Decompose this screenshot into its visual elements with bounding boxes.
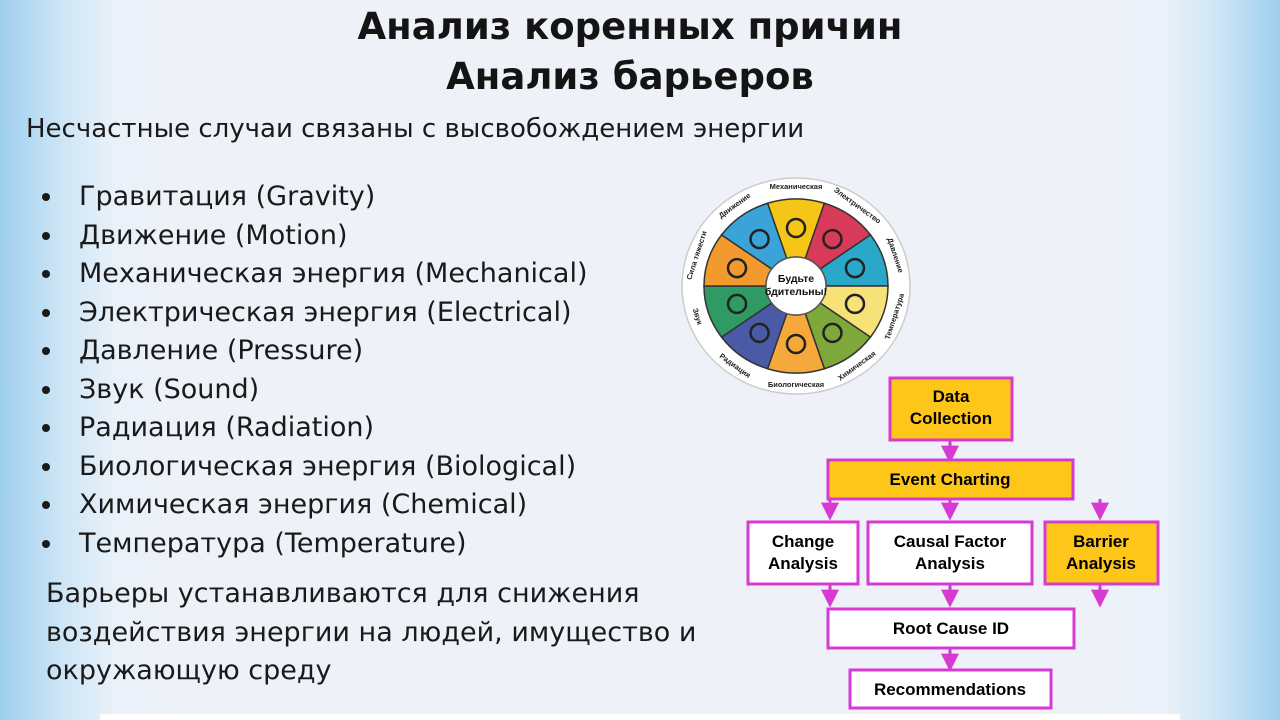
bullet-icon: [42, 385, 50, 394]
wheel-label: Механическая: [770, 182, 823, 191]
barrier-analysis-line-2: Analysis: [1066, 554, 1136, 573]
energy-label: Движение (Motion): [79, 219, 348, 251]
barrier-analysis-line-1: Barrier: [1073, 532, 1129, 551]
title-line-2: Анализ барьеров: [446, 55, 814, 98]
hazard-icon: [726, 257, 748, 279]
hazard-icon: [749, 322, 770, 344]
bullet-icon: [42, 308, 50, 317]
list-item: Механическая энергия (Mechanical): [40, 255, 587, 294]
bullet-icon: [42, 501, 50, 509]
wheel-center: [765, 256, 827, 316]
list-item: Температура (Temperature): [40, 525, 587, 564]
box-recommendations: Recommendations: [848, 668, 1053, 710]
bullet-icon: [42, 270, 50, 278]
bullet-icon: [42, 539, 50, 548]
energy-label: Механическая энергия (Mechanical): [79, 258, 588, 289]
energy-label: Температура (Temperature): [79, 527, 467, 559]
energy-list: Гравитация (Gravity) Движение (Motion) М…: [40, 178, 587, 563]
barrier-description: Барьеры устанавливаются для снижения воз…: [46, 578, 697, 686]
bullet-icon: [42, 347, 50, 355]
box-event-charting: Event Charting: [826, 458, 1075, 501]
hazard-icon: [822, 228, 843, 250]
energy-label: Биологическая энергия (Biological): [79, 450, 577, 482]
hazard-icon: [844, 293, 866, 315]
energy-label: Давление (Pressure): [79, 335, 364, 366]
energy-label: Звук (Sound): [79, 373, 260, 405]
bullet-icon: [42, 462, 50, 471]
hazard-icon: [749, 228, 770, 250]
box-change-analysis: Change Analysis: [746, 520, 860, 586]
energy-label: Гравитация (Gravity): [79, 181, 376, 212]
box-causal-factor-analysis: Causal Factor Analysis: [866, 520, 1034, 586]
causal-factor-line-1: Causal Factor: [894, 532, 1007, 551]
list-item: Гравитация (Gravity): [40, 178, 587, 217]
hazard-icon: [726, 293, 748, 315]
slide-title: Анализ коренных причин Анализ барьеров: [240, 2, 1020, 102]
data-collection-line-1: Data: [933, 387, 970, 406]
wheel-label: Биологическая: [768, 380, 824, 389]
hazard-icon: [785, 333, 807, 355]
slide-subtitle: Несчастные случаи связаны с высвобождени…: [26, 114, 805, 144]
recommendations-label: Recommendations: [874, 680, 1026, 699]
hazard-icon: [785, 217, 807, 239]
list-item: Биологическая энергия (Biological): [40, 448, 587, 487]
box-data-collection: Data Collection: [888, 376, 1014, 442]
data-collection-line-2: Collection: [910, 409, 992, 428]
title-line-1: Анализ коренных причин: [357, 5, 903, 48]
list-item: Электрическая энергия (Electrical): [40, 294, 587, 333]
bullet-icon: [42, 193, 50, 201]
causal-factor-line-2: Analysis: [915, 554, 985, 573]
box-root-cause-id: Root Cause ID: [826, 607, 1076, 650]
list-item: Давление (Pressure): [40, 332, 587, 371]
hazard-icon: [822, 322, 843, 344]
change-analysis-line-1: Change: [772, 532, 834, 551]
bullet-icon: [42, 231, 50, 240]
analysis-flowchart: Data Collection Event Charting Change An…: [746, 376, 1160, 710]
energy-label: Электрическая энергия (Electrical): [79, 296, 572, 328]
box-barrier-analysis: Barrier Analysis: [1043, 520, 1160, 586]
change-analysis-line-2: Analysis: [768, 554, 838, 573]
event-charting-label: Event Charting: [890, 470, 1011, 489]
energy-label: Химическая энергия (Chemical): [79, 489, 528, 520]
bottom-strip: [100, 714, 1180, 720]
bullet-icon: [42, 424, 50, 432]
list-item: Движение (Motion): [40, 217, 587, 256]
wheel-center-line-2: бдительны!: [765, 286, 827, 298]
root-cause-label: Root Cause ID: [893, 619, 1009, 638]
list-item: Радиация (Radiation): [40, 409, 587, 448]
flow-arrows: [821, 440, 1109, 672]
list-item: Химическая энергия (Chemical): [40, 486, 587, 525]
energy-label: Радиация (Radiation): [79, 412, 375, 443]
list-item: Звук (Sound): [40, 371, 587, 410]
wheel-center-line-1: Будьте: [778, 273, 814, 285]
hazard-icon: [844, 257, 866, 279]
